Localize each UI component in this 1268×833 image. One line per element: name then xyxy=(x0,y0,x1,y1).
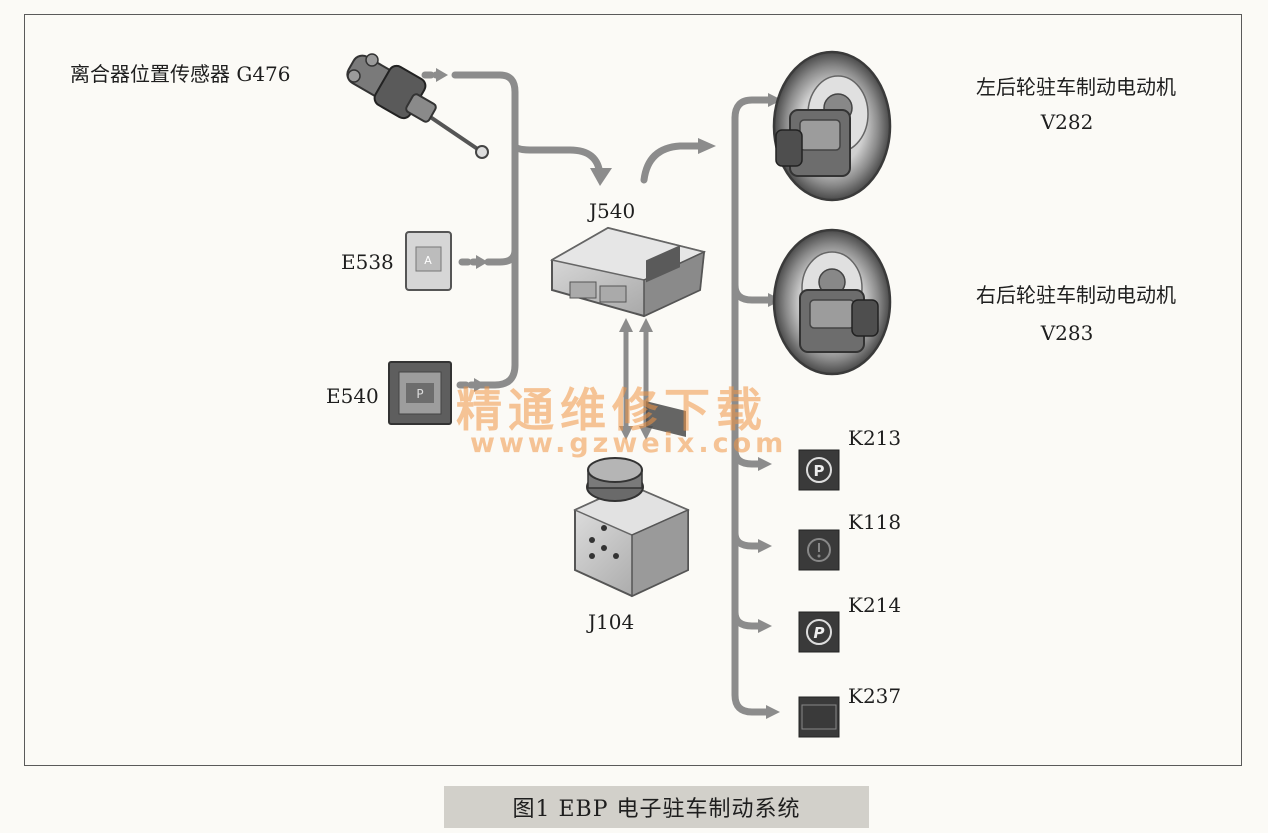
left-motor-label-line1: 左后轮驻车制动电动机 xyxy=(976,75,1176,99)
left-rear-brake-graphic xyxy=(772,50,892,202)
figure-caption: 图1 EBP 电子驻车制动系统 xyxy=(444,786,869,828)
e538-label: E538 xyxy=(341,250,394,274)
left-motor-label-line2: V282 xyxy=(1040,110,1094,134)
diagram-frame xyxy=(24,14,1242,766)
j540-control-unit-graphic xyxy=(549,226,707,438)
clutch-sensor-graphic xyxy=(346,53,489,159)
figure-caption-text: 图1 EBP 电子驻车制动系统 xyxy=(512,797,801,822)
k214-label: K214 xyxy=(848,593,902,617)
clutch-sensor-label: 离合器位置传感器 G476 xyxy=(70,62,291,86)
watermark-chinese: 精通维修下载 xyxy=(456,383,768,437)
j104-label: J104 xyxy=(588,610,635,634)
svg-text:P: P xyxy=(416,387,423,401)
e540-switch-graphic: P xyxy=(388,361,452,425)
right-motor-label-line1: 右后轮驻车制动电动机 xyxy=(976,283,1176,307)
svg-text:A: A xyxy=(424,254,432,267)
svg-text:P: P xyxy=(814,462,825,480)
e538-switch-graphic: A xyxy=(405,231,452,291)
k214-indicator-icon: P xyxy=(798,611,840,653)
k237-auto-hold-icon xyxy=(798,696,840,738)
k213-indicator-icon: P xyxy=(798,449,840,491)
input-lines xyxy=(421,68,612,392)
svg-text:P: P xyxy=(814,624,825,642)
k118-label: K118 xyxy=(848,510,902,534)
right-rear-brake-graphic xyxy=(772,228,892,376)
watermark-url: www.gzweix.com xyxy=(470,428,788,459)
k213-label: K213 xyxy=(848,426,902,450)
j104-abs-unit-graphic xyxy=(573,245,690,598)
k118-indicator-icon xyxy=(798,529,840,571)
right-motor-label-line2: V283 xyxy=(1040,321,1094,345)
j540-label: J540 xyxy=(589,199,636,223)
e540-label: E540 xyxy=(326,384,379,408)
output-lines xyxy=(640,93,782,719)
k237-label: K237 xyxy=(848,684,902,708)
